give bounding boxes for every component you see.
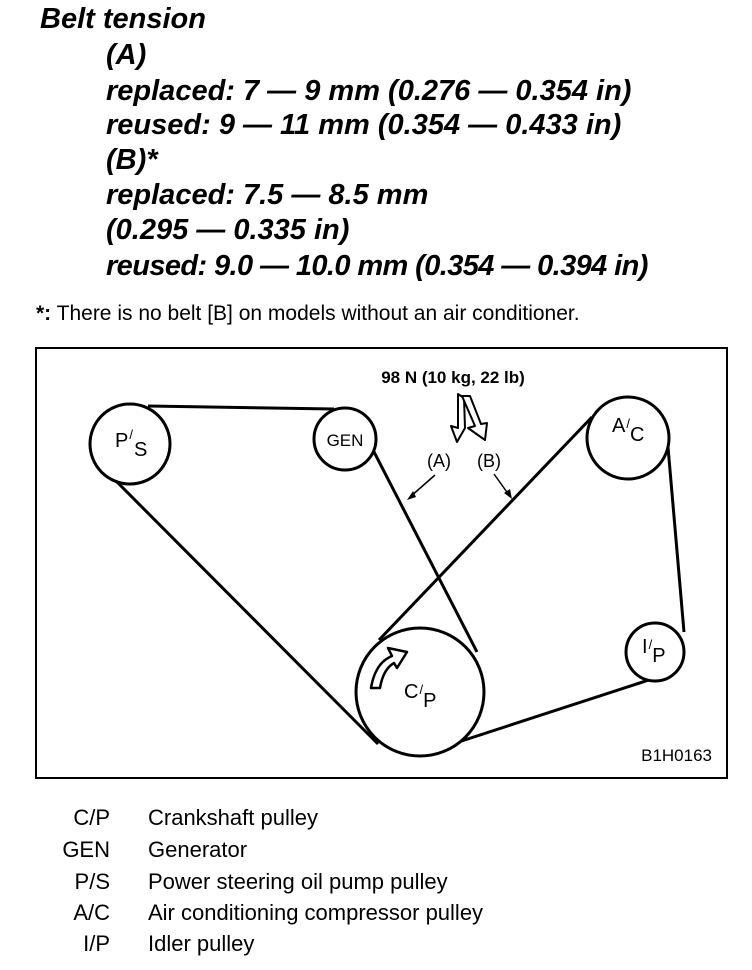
- belt-a-label: (A): [106, 39, 147, 71]
- belt-a-reused-spec: reused: 9 — 11 mm (0.354 — 0.433 in): [106, 109, 622, 141]
- legend-desc-ps: Power steering oil pump pulley: [148, 869, 448, 894]
- cp-pulley-label: C/P: [404, 681, 436, 712]
- push-arrow-b-icon: [461, 395, 488, 441]
- footnote: *: There is no belt [B] on models withou…: [36, 302, 580, 326]
- belt-a-top-segment: [147, 404, 335, 411]
- gen-pulley-label: GEN: [327, 431, 364, 450]
- figure-id: B1H0163: [641, 746, 712, 765]
- legend-desc-cp: Crankshaft pulley: [148, 805, 318, 830]
- belt-b-reused-spec: reused: 9.0 — 10.0 mm (0.354 — 0.394 in): [106, 250, 648, 282]
- legend-desc-ip: Idler pulley: [148, 931, 255, 956]
- belt-a-right-segment: [370, 447, 479, 653]
- belt-tension-title: Belt tension: [40, 3, 206, 35]
- footnote-marker: *:: [36, 302, 52, 325]
- belt-b-leader-arrowhead-icon: [504, 489, 512, 499]
- ip-pulley-label: I/P: [642, 636, 666, 667]
- belt-a-callout: (A): [427, 451, 451, 471]
- belt-a-replaced-spec: replaced: 7 — 9 mm (0.276 — 0.354 in): [106, 75, 632, 107]
- belt-b-left-segment: [377, 415, 594, 642]
- ps-pulley-label: P/S: [115, 427, 147, 461]
- ac-compressor-pulley: [585, 395, 671, 481]
- belt-b-label: (B)*: [106, 144, 158, 176]
- belt-b-callout: (B): [477, 451, 501, 471]
- force-label: 98 N (10 kg, 22 lb): [381, 368, 525, 387]
- belt-b-replaced-spec: replaced: 7.5 — 8.5 mm: [106, 179, 429, 211]
- belt-b-bottom-segment: [439, 675, 659, 750]
- rotation-direction-icon: [369, 646, 409, 690]
- belt-a-left-segment: [113, 478, 380, 746]
- belt-b-replaced-inch-spec: (0.295 — 0.335 in): [106, 214, 350, 246]
- push-arrow-a-icon: [450, 393, 466, 443]
- belt-a: [113, 404, 479, 746]
- idler-pulley: [624, 621, 686, 683]
- footnote-text: There is no belt [B] on models without a…: [51, 302, 580, 325]
- belt-a-leader-arrowhead-icon: [407, 491, 416, 500]
- belt-b: [377, 415, 686, 750]
- generator-pulley: [312, 406, 378, 472]
- legend-code-cp: C/P: [73, 805, 110, 830]
- legend-code-ps: P/S: [74, 869, 110, 894]
- legend-desc-gen: Generator: [148, 837, 248, 862]
- legend-desc-ac: Air conditioning compressor pulley: [148, 900, 484, 925]
- legend-code-gen: GEN: [62, 837, 110, 862]
- belt-b-right-segment: [666, 446, 686, 633]
- diagram-frame: [35, 347, 728, 779]
- legend-code-ip: I/P: [83, 931, 110, 956]
- legend-code-ac: A/C: [73, 900, 110, 925]
- power-steering-pulley: [88, 402, 172, 486]
- ac-pulley-label: A/C: [612, 415, 644, 446]
